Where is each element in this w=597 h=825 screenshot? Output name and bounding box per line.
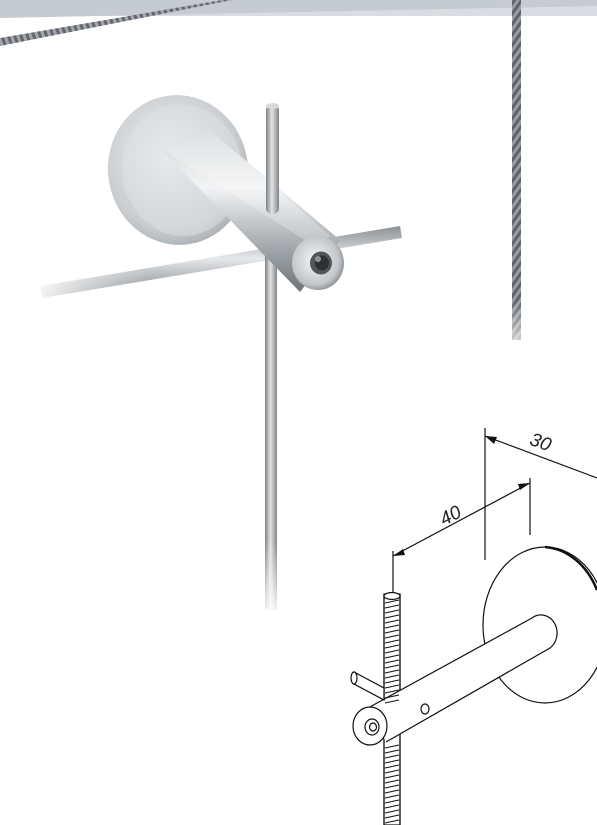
drawing-side-pin	[350, 671, 385, 701]
barrel-end	[292, 236, 344, 290]
diagonal-cable	[0, 0, 232, 46]
drawing-barrel	[352, 614, 558, 746]
vertical-cable	[510, 0, 523, 360]
vertical-rod	[258, 250, 284, 620]
dimension-length	[392, 478, 531, 600]
top-pin	[266, 103, 279, 214]
drawing-thread-marks	[384, 599, 400, 824]
technical-drawing	[350, 428, 597, 825]
dimension-offset	[484, 428, 597, 560]
photo-bracket	[30, 95, 402, 620]
ceiling-strip	[0, 0, 597, 18]
offset-dimension-label: 30	[527, 429, 554, 456]
horizontal-rod	[30, 226, 402, 310]
length-dimension-label: 40	[436, 502, 465, 531]
